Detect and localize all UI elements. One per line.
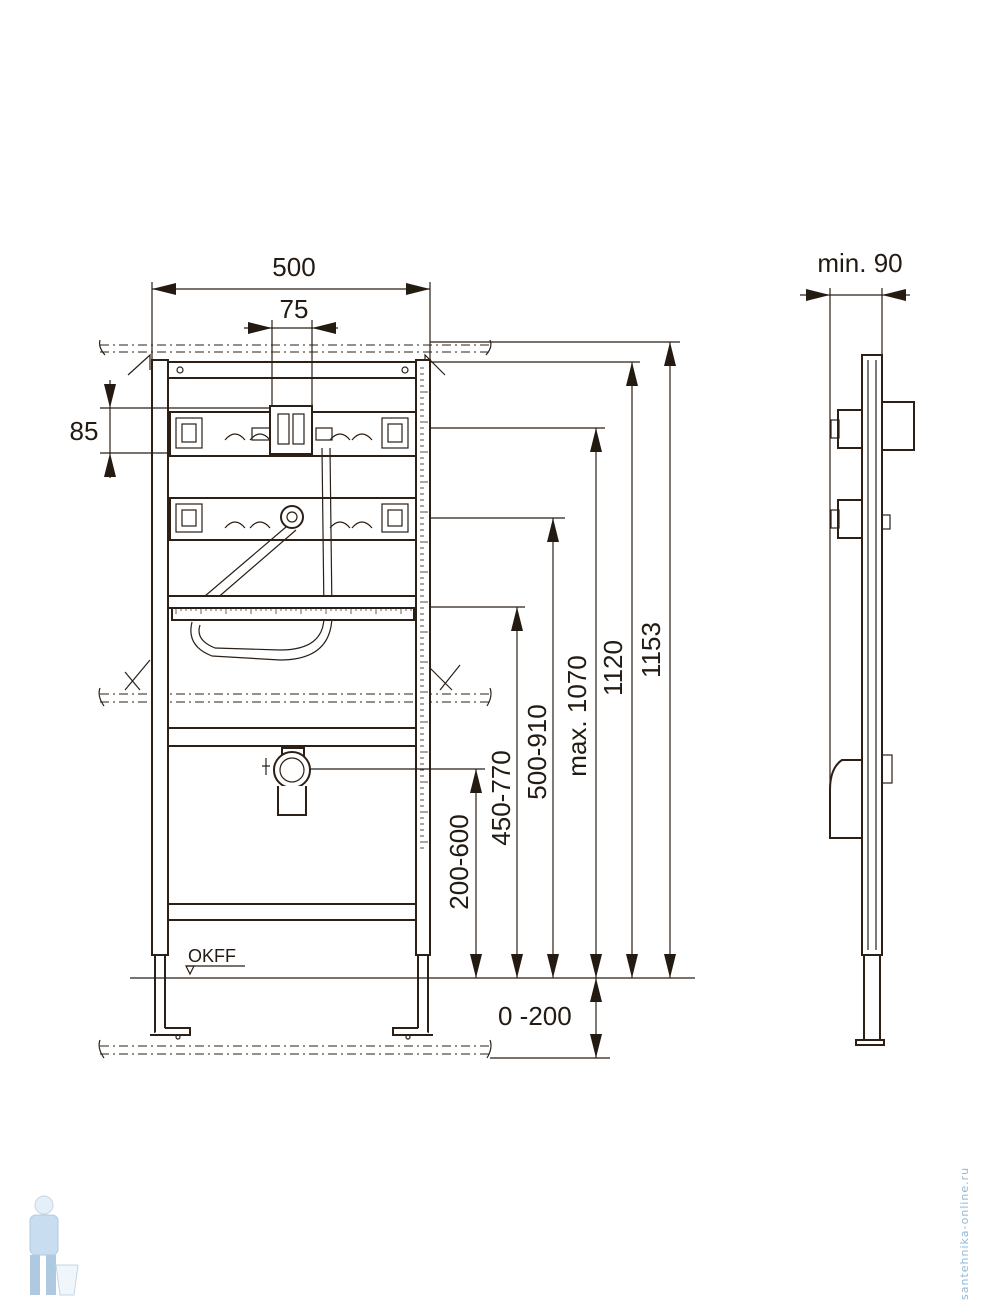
inner-width-label: 75 — [280, 294, 309, 324]
side-leg — [863, 954, 881, 1046]
side-brackets — [830, 409, 893, 784]
dimension-min-90: min. 90 — [800, 248, 910, 785]
dimension-0-200: 0 -200 — [490, 978, 610, 1059]
flush-pipe — [198, 447, 325, 651]
right-post — [415, 359, 431, 956]
leg-label: 0 -200 — [498, 1001, 572, 1031]
dimension-75: 75 — [244, 294, 338, 406]
dimension-500: 500 — [151, 252, 431, 360]
lower-crossbar — [167, 727, 417, 747]
side-label: 85 — [70, 416, 99, 446]
supply-pipe — [204, 526, 297, 601]
left-post — [151, 359, 169, 956]
side-flush-box — [881, 401, 915, 451]
top-crossbar — [167, 361, 417, 379]
height-500-910-label: 500-910 — [522, 704, 552, 799]
dimension-200-600: 200-600 — [310, 768, 485, 978]
depth-label: min. 90 — [817, 248, 902, 278]
height-450-770-label: 450-770 — [486, 750, 516, 845]
adjustable-legs — [150, 954, 433, 1040]
top-wall-hatch — [98, 339, 492, 356]
dimension-1120: 1120 — [430, 361, 640, 978]
height-adjust-bar — [167, 595, 417, 621]
watermark-text: santehnika-online.ru — [958, 1167, 971, 1300]
floor-hatch — [98, 1039, 492, 1059]
height-max-1070-label: max. 1070 — [562, 655, 592, 776]
watermark: santehnika-online.ru — [29, 1167, 971, 1300]
flush-valve-box — [251, 405, 333, 455]
height-1120-label: 1120 — [598, 640, 628, 696]
dimension-max-1070: max. 1070 — [430, 427, 605, 978]
dimension-1153: 1153 — [430, 341, 680, 978]
bottom-crossbar — [167, 903, 417, 921]
height-200-600-label: 200-600 — [444, 814, 474, 909]
drain-outlet — [262, 747, 311, 816]
width-label: 500 — [272, 252, 315, 282]
dimension-500-910: 500-910 — [430, 517, 565, 978]
side-post — [861, 354, 883, 956]
side-view: min. 90 — [800, 248, 915, 1046]
height-1153-label: 1153 — [636, 622, 666, 678]
front-view: OKFF 500 75 85 — [70, 252, 695, 1059]
dimension-450-770: 450-770 — [430, 606, 525, 978]
lower-mounting-rail — [169, 497, 417, 541]
right-post-scale — [420, 367, 428, 849]
side-drain — [829, 759, 863, 839]
dimension-85: 85 — [70, 380, 270, 478]
okff-label: OKFF — [188, 946, 236, 966]
plumber-logo-icon — [29, 1195, 79, 1296]
okff-marker: OKFF — [130, 946, 695, 979]
